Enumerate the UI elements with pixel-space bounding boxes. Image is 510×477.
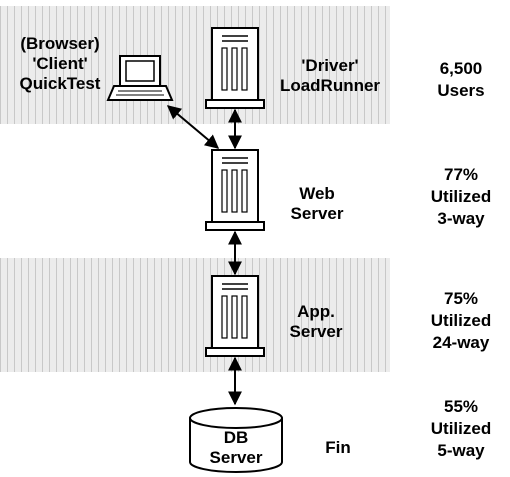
web-utilization-ways: 3-way — [437, 209, 485, 228]
browser-label: (Browser) 'Client' QuickTest — [4, 34, 116, 94]
web-utilization-text: Utilized — [430, 187, 492, 206]
db-side-label-text: Fin — [325, 438, 351, 457]
web-server-label-line-2: Server — [290, 204, 344, 223]
db-utilization-text: Utilized — [430, 419, 492, 438]
app-utilization-percent: 75% — [443, 289, 479, 308]
app-utilization-text: Utilized — [430, 311, 492, 330]
app-server-label: App. Server — [268, 302, 364, 342]
users-unit: Users — [437, 81, 485, 100]
driver-label-line-1: 'Driver' — [301, 56, 359, 75]
app-utilization-ways: 24-way — [432, 333, 490, 352]
web-server-label-line-1: Web — [299, 184, 335, 203]
db-utilization-ways: 5-way — [437, 441, 485, 460]
browser-label-line-3: QuickTest — [19, 74, 101, 93]
app-server-icon — [205, 275, 265, 357]
users-stat: 6,500 Users — [416, 58, 506, 102]
browser-label-line-2: 'Client' — [32, 54, 88, 73]
app-server-label-line-2: Server — [289, 322, 343, 341]
app-utilization-stat: 75% Utilized 24-way — [416, 288, 506, 354]
browser-label-line-1: (Browser) — [20, 34, 100, 53]
driver-label: 'Driver' LoadRunner — [268, 56, 392, 96]
db-cylinder-label-line-2: Server — [209, 448, 263, 467]
driver-tier-band — [0, 6, 390, 124]
db-cylinder-icon — [189, 407, 283, 473]
web-utilization-stat: 77% Utilized 3-way — [416, 164, 506, 230]
laptop-icon — [106, 55, 174, 101]
client-web-arrow — [166, 105, 220, 149]
web-utilization-percent: 77% — [443, 165, 479, 184]
users-count: 6,500 — [439, 59, 483, 78]
db-utilization-stat: 55% Utilized 5-way — [416, 396, 506, 462]
db-cylinder-label: DB Server — [190, 428, 282, 468]
db-side-label: Fin — [318, 438, 358, 458]
web-server-icon — [205, 149, 265, 231]
db-cylinder-label-line-1: DB — [223, 428, 249, 447]
driver-server-icon — [205, 27, 265, 109]
app-server-label-line-1: App. — [297, 302, 335, 321]
web-server-label: Web Server — [272, 184, 362, 224]
driver-label-line-2: LoadRunner — [279, 76, 381, 95]
app-tier-band — [0, 258, 390, 372]
db-utilization-percent: 55% — [443, 397, 479, 416]
